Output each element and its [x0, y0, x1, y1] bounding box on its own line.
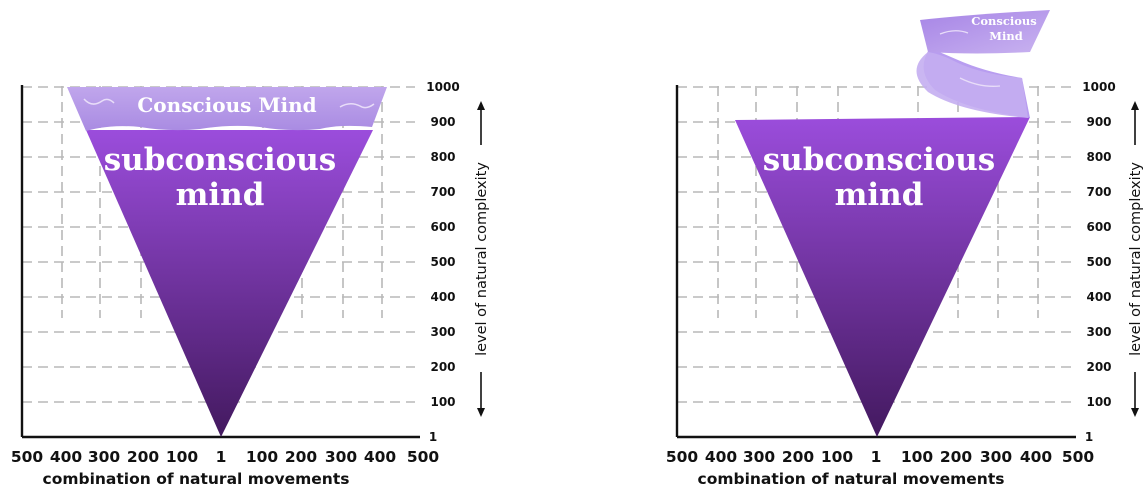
x-axis-label: combination of natural movements: [43, 470, 350, 488]
left-inverted-triangle: Conscious Mind subconscious mind: [67, 87, 387, 437]
x-tick-label: 500: [1062, 448, 1095, 466]
y-tick-label: 600: [430, 220, 455, 234]
x-tick-label: 400: [364, 448, 397, 466]
subconscious-region: [86, 130, 373, 437]
y-tick-label: 300: [1086, 325, 1111, 339]
conscious-band: [67, 87, 387, 131]
subconscious-label-line1: subconscious: [104, 142, 337, 178]
arrow-down-icon: [477, 408, 485, 417]
right-y-tick-labels: 1000 900 800 700 600 500 400 300 200 100…: [1082, 80, 1115, 444]
y-tick-label: 700: [1086, 185, 1111, 199]
conscious-label-line2: Mind: [989, 29, 1023, 43]
subconscious-label-line1: subconscious: [763, 142, 996, 178]
right-inverted-triangle: subconscious mind: [735, 117, 1030, 437]
x-tick-label: 100: [901, 448, 934, 466]
y-tick-label: 400: [430, 290, 455, 304]
y-tick-label: 400: [1086, 290, 1111, 304]
subconscious-region: [735, 117, 1030, 437]
x-tick-label: 400: [705, 448, 738, 466]
y-tick-label: 500: [1086, 255, 1111, 269]
x-tick-label: 500: [407, 448, 440, 466]
conscious-mind-label: Conscious Mind: [137, 93, 316, 117]
x-tick-label: 1: [216, 448, 227, 466]
y-tick-label: 500: [430, 255, 455, 269]
left-y-tick-labels: 1000 900 800 700 600 500 400 300 200 100…: [426, 80, 459, 444]
y-tick-label: 1: [1085, 430, 1093, 444]
y-tick-label: 900: [430, 115, 455, 129]
subconscious-label-line2: mind: [176, 177, 265, 213]
y-tick-label: 800: [430, 150, 455, 164]
left-panel: Conscious Mind subconscious mind 1000 90…: [11, 80, 490, 488]
x-tick-label: 100: [166, 448, 199, 466]
right-x-tick-labels: 500 400 300 200 100 1 100 200 300 400 50…: [666, 448, 1095, 466]
x-tick-label: 500: [11, 448, 44, 466]
y-tick-label: 100: [1086, 395, 1111, 409]
y-tick-label: 200: [1086, 360, 1111, 374]
y-tick-label: 600: [1086, 220, 1111, 234]
x-tick-label: 100: [821, 448, 854, 466]
x-tick-label: 500: [666, 448, 699, 466]
x-tick-label: 200: [782, 448, 815, 466]
band-ripple-right: [339, 103, 375, 109]
arrow-down-icon: [1131, 408, 1139, 417]
left-x-tick-labels: 500 400 300 200 100 1 100 200 300 400 50…: [11, 448, 440, 466]
x-tick-label: 100: [246, 448, 279, 466]
y-tick-label: 1000: [426, 80, 459, 94]
x-tick-label: 200: [285, 448, 318, 466]
x-tick-label: 200: [127, 448, 160, 466]
x-tick-label: 400: [1020, 448, 1053, 466]
band-ripple-left: [83, 98, 115, 105]
right-panel: subconscious mind Conscious Mind 1000 90…: [666, 10, 1143, 488]
arrow-up-icon: [477, 101, 485, 110]
conscious-label-line1: Conscious: [971, 14, 1037, 28]
y-tick-label: 300: [430, 325, 455, 339]
y-tick-label: 100: [430, 395, 455, 409]
arrow-up-icon: [1131, 101, 1139, 110]
x-axis-label: combination of natural movements: [698, 470, 1005, 488]
left-y-axis-label-group: level of natural complexity: [474, 101, 490, 417]
x-tick-label: 300: [325, 448, 358, 466]
y-tick-label: 1000: [1082, 80, 1115, 94]
subconscious-label-line2: mind: [835, 177, 924, 213]
x-tick-label: 300: [743, 448, 776, 466]
conscious-ribbon: Conscious Mind: [916, 10, 1050, 118]
y-tick-label: 200: [430, 360, 455, 374]
y-axis-label: level of natural complexity: [1128, 162, 1143, 356]
y-tick-label: 700: [430, 185, 455, 199]
y-tick-label: 1: [429, 430, 437, 444]
x-tick-label: 300: [980, 448, 1013, 466]
y-axis-label: level of natural complexity: [474, 162, 490, 356]
y-tick-label: 900: [1086, 115, 1111, 129]
right-axes: [675, 85, 1076, 439]
ribbon-lower-curl: [916, 52, 1028, 118]
right-y-axis-label-group: level of natural complexity: [1128, 101, 1143, 417]
y-tick-label: 800: [1086, 150, 1111, 164]
x-tick-label: 400: [50, 448, 83, 466]
x-tick-label: 1: [871, 448, 882, 466]
x-tick-label: 200: [940, 448, 973, 466]
ribbon-front: [920, 10, 1050, 54]
x-tick-label: 300: [88, 448, 121, 466]
